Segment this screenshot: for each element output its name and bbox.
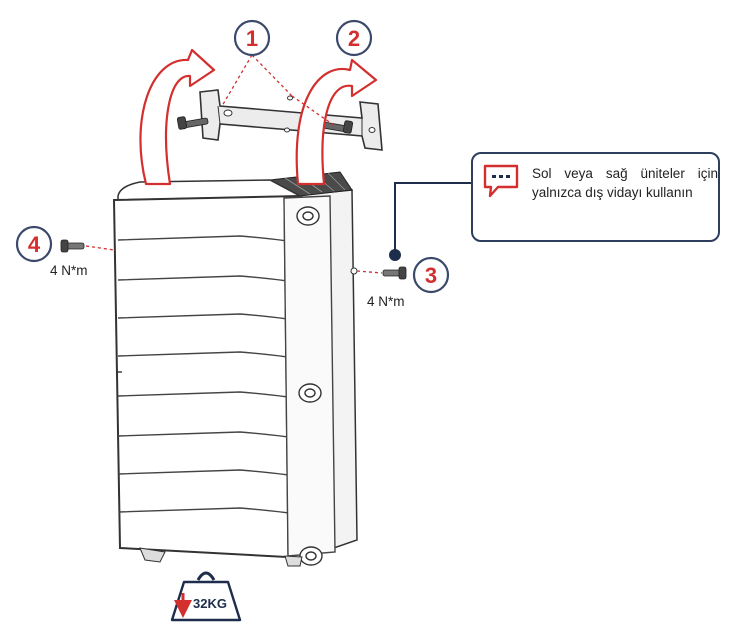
side-screw-left bbox=[60, 239, 115, 253]
step-2-number: 2 bbox=[348, 26, 360, 51]
inverter-front-panel bbox=[112, 194, 307, 560]
step-4-marker: 4 bbox=[15, 225, 53, 263]
step-4-number: 4 bbox=[28, 232, 41, 257]
hang-arrow-right bbox=[295, 58, 378, 186]
weight-label: 32KG bbox=[193, 596, 227, 611]
bracket-screw-right bbox=[321, 120, 354, 134]
note-text: Sol veya sağ üniteler için yalnızca dış … bbox=[532, 166, 718, 200]
hang-arrows bbox=[139, 48, 378, 186]
hang-arrow-left bbox=[139, 48, 216, 186]
step-1-marker: 1 bbox=[233, 19, 271, 57]
weight-icon: 32KG bbox=[170, 571, 242, 622]
torque-left-label: 4 N*m bbox=[50, 263, 88, 278]
bracket-screw-left bbox=[176, 116, 209, 130]
callout-connector bbox=[389, 182, 471, 261]
step-1-number: 1 bbox=[246, 26, 258, 51]
step-2-marker: 2 bbox=[335, 19, 373, 57]
speech-bubble-icon bbox=[483, 164, 519, 198]
inverter-unit bbox=[112, 171, 358, 567]
step-3-marker: 3 bbox=[412, 256, 450, 294]
cover-screws bbox=[296, 206, 323, 566]
mounting-bracket bbox=[176, 89, 383, 151]
step-3-number: 3 bbox=[425, 263, 437, 288]
torque-right-label: 4 N*m bbox=[367, 294, 405, 309]
side-screw-right bbox=[356, 266, 407, 280]
step-1-leaders bbox=[221, 54, 336, 127]
